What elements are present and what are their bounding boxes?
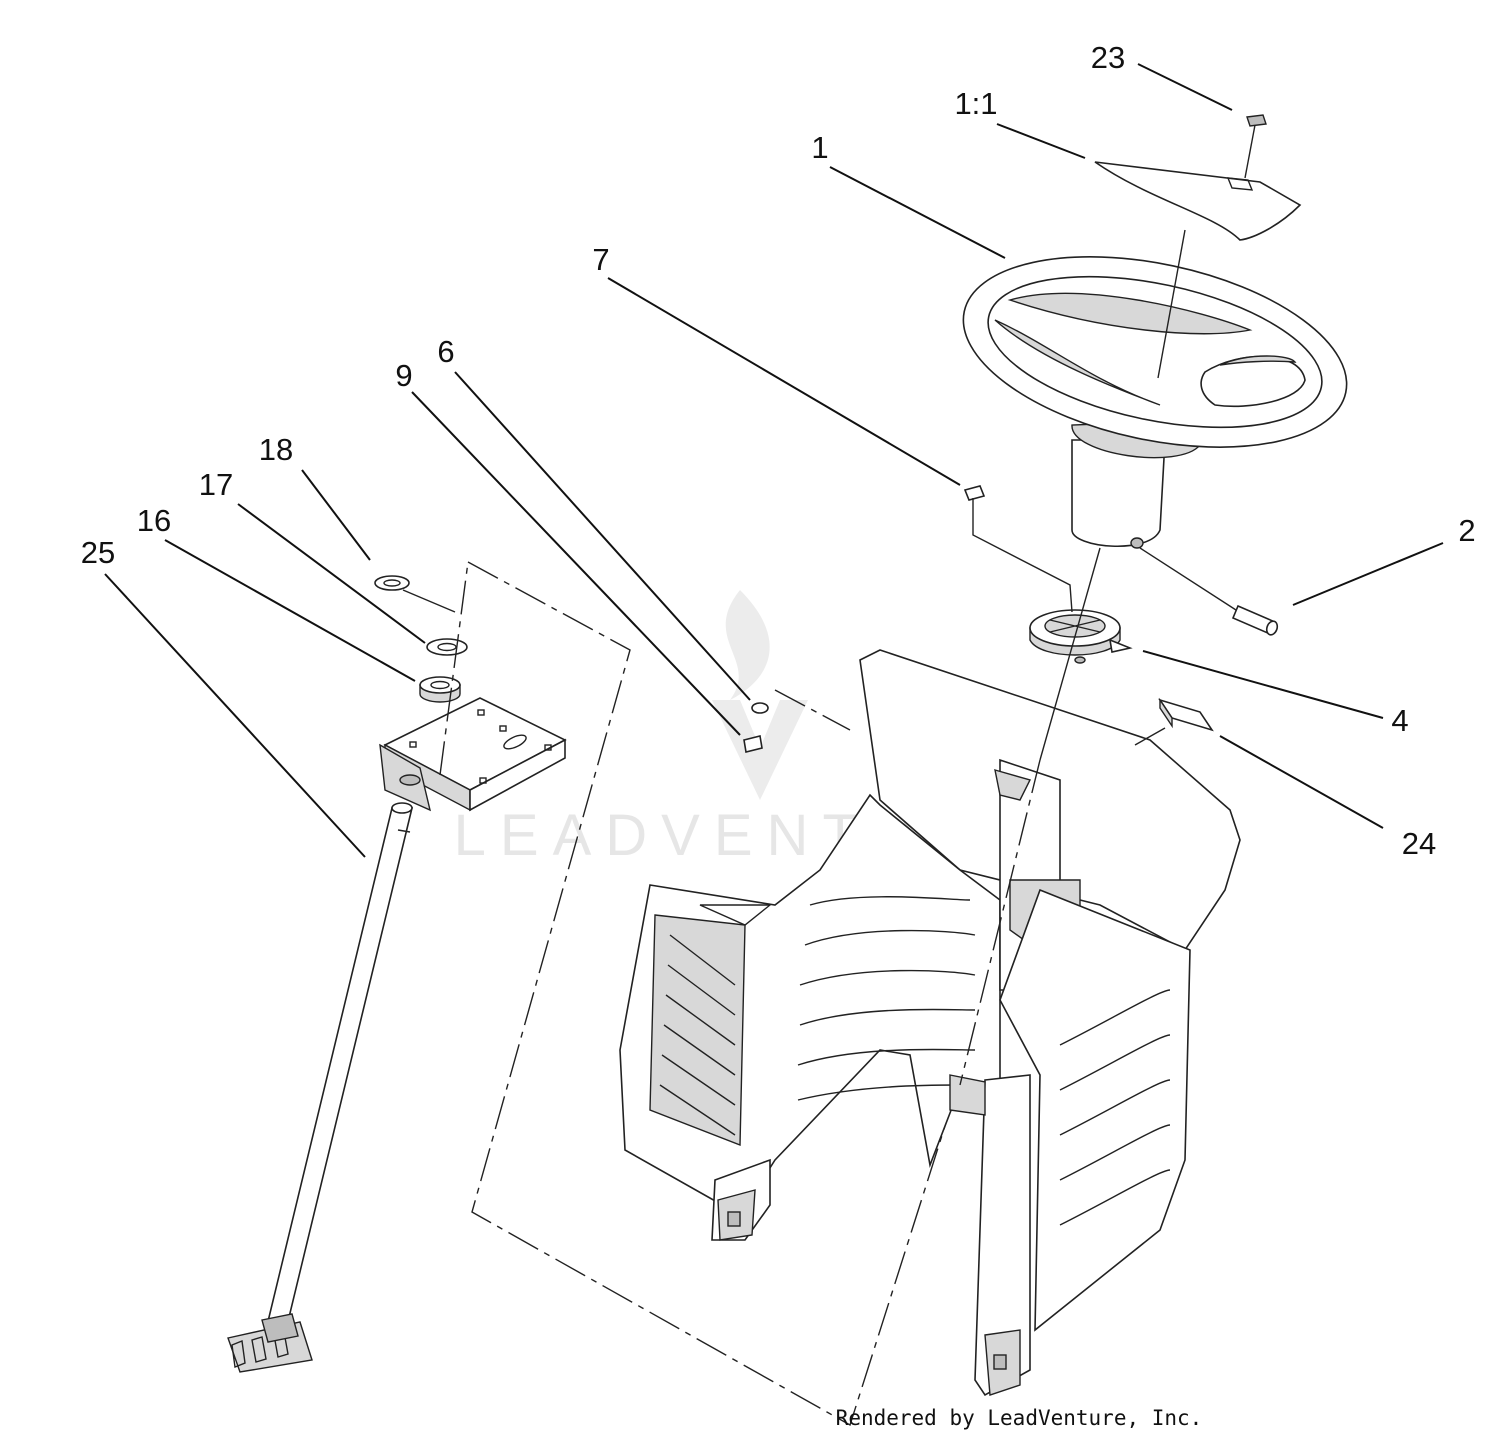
part-bushing-4 bbox=[1029, 609, 1133, 664]
part-dash-console bbox=[619, 649, 1241, 1397]
leader-lines bbox=[104, 63, 1444, 858]
leader-2 bbox=[1292, 542, 1444, 606]
part-bolt-7 bbox=[963, 485, 986, 520]
leader-4 bbox=[1142, 650, 1384, 719]
watermark-flame-icon bbox=[712, 590, 808, 800]
leader-9 bbox=[411, 391, 741, 736]
part-nut-6 bbox=[751, 702, 769, 714]
pin-axis-line bbox=[1139, 547, 1237, 611]
part-clip-24 bbox=[1158, 697, 1214, 732]
part-mounting-plate bbox=[379, 697, 567, 812]
callout-23: 23 bbox=[1091, 40, 1125, 75]
callout-labels: 23 1:1 1 7 6 9 18 17 16 25 2 4 24 bbox=[81, 40, 1476, 861]
bolt-axis-line bbox=[972, 520, 1073, 613]
part-center-cap bbox=[1094, 161, 1302, 241]
callout-24: 24 bbox=[1402, 826, 1436, 861]
callout-1: 1 bbox=[811, 130, 828, 165]
callout-16: 16 bbox=[137, 503, 171, 538]
clip-axis-line bbox=[1134, 727, 1166, 746]
part-emblem bbox=[1246, 114, 1267, 127]
leader-17 bbox=[237, 503, 426, 644]
assembly-phantom-outline bbox=[439, 561, 959, 1427]
callout-1-1: 1:1 bbox=[954, 86, 997, 121]
callout-25: 25 bbox=[81, 535, 115, 570]
emblem-axis-line bbox=[1244, 124, 1256, 179]
leader-25 bbox=[104, 573, 366, 858]
callout-6: 6 bbox=[437, 334, 454, 369]
leader-1 bbox=[829, 166, 1006, 259]
callout-17: 17 bbox=[199, 467, 233, 502]
washer-axis-line bbox=[402, 589, 456, 613]
leader-24 bbox=[1219, 735, 1384, 829]
leader-1-1 bbox=[996, 123, 1086, 159]
leader-6 bbox=[454, 371, 751, 701]
callout-18: 18 bbox=[259, 432, 293, 467]
steering-axis-line-lower bbox=[1039, 547, 1101, 761]
leader-7 bbox=[607, 277, 961, 486]
part-bushing-16 bbox=[419, 676, 461, 703]
leader-18 bbox=[301, 469, 371, 561]
leader-16 bbox=[164, 539, 416, 682]
part-steering-shaft bbox=[227, 802, 414, 1373]
leader-23 bbox=[1137, 63, 1233, 111]
callout-4: 4 bbox=[1391, 703, 1408, 738]
callout-7: 7 bbox=[592, 242, 609, 277]
steering-axis-line bbox=[1157, 229, 1186, 379]
part-pin-2 bbox=[1231, 604, 1279, 636]
callout-2: 2 bbox=[1458, 513, 1475, 548]
part-washer-18 bbox=[374, 575, 410, 591]
render-credit: Rendered by LeadVenture, Inc. bbox=[836, 1406, 1203, 1430]
part-bolt-9 bbox=[743, 735, 763, 753]
steering-axis-dashed bbox=[959, 759, 1041, 1086]
part-steering-wheel bbox=[962, 256, 1348, 549]
part-washer-17 bbox=[426, 638, 468, 656]
callout-9: 9 bbox=[395, 358, 412, 393]
